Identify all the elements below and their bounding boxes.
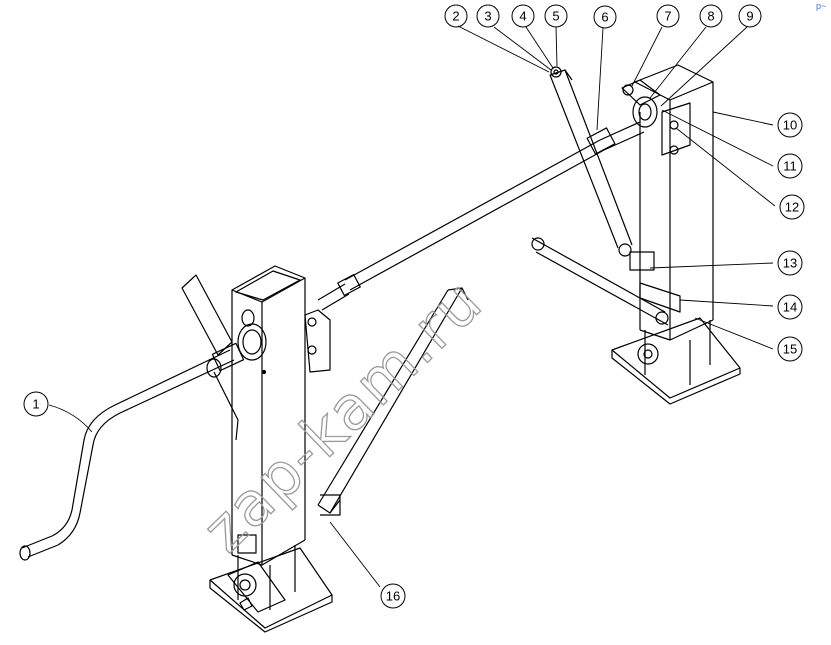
callout-16: 16 bbox=[386, 589, 400, 604]
callout-4: 4 bbox=[519, 9, 526, 24]
mechanism-lines bbox=[19, 4, 805, 633]
callout-12: 12 bbox=[785, 200, 799, 215]
callout-14: 14 bbox=[783, 300, 797, 315]
right-leg bbox=[621, 64, 714, 385]
left-leg bbox=[231, 265, 306, 610]
callout-10: 10 bbox=[783, 118, 797, 133]
right-brace bbox=[549, 66, 655, 271]
callout-2: 2 bbox=[452, 9, 459, 24]
right-foot bbox=[611, 317, 741, 405]
lower-link bbox=[531, 237, 681, 326]
callout-circles bbox=[23, 4, 805, 609]
callout-9: 9 bbox=[746, 9, 753, 24]
corner-mark: p~ bbox=[816, 1, 826, 11]
callout-15: 15 bbox=[783, 342, 797, 357]
cross-shaft bbox=[317, 121, 645, 311]
callout-7: 7 bbox=[664, 9, 671, 24]
left-brace bbox=[181, 274, 469, 516]
callout-1: 1 bbox=[32, 397, 39, 412]
callout-labels: 1 2 3 4 5 6 7 8 9 10 11 12 13 14 15 16 bbox=[32, 9, 799, 604]
callout-8: 8 bbox=[707, 9, 714, 24]
callout-3: 3 bbox=[484, 9, 491, 24]
callout-6: 6 bbox=[601, 10, 608, 25]
leader-lines bbox=[48, 25, 776, 588]
callout-5: 5 bbox=[552, 9, 559, 24]
left-foot bbox=[209, 547, 333, 633]
callout-13: 13 bbox=[783, 256, 797, 271]
callout-11: 11 bbox=[783, 159, 797, 174]
